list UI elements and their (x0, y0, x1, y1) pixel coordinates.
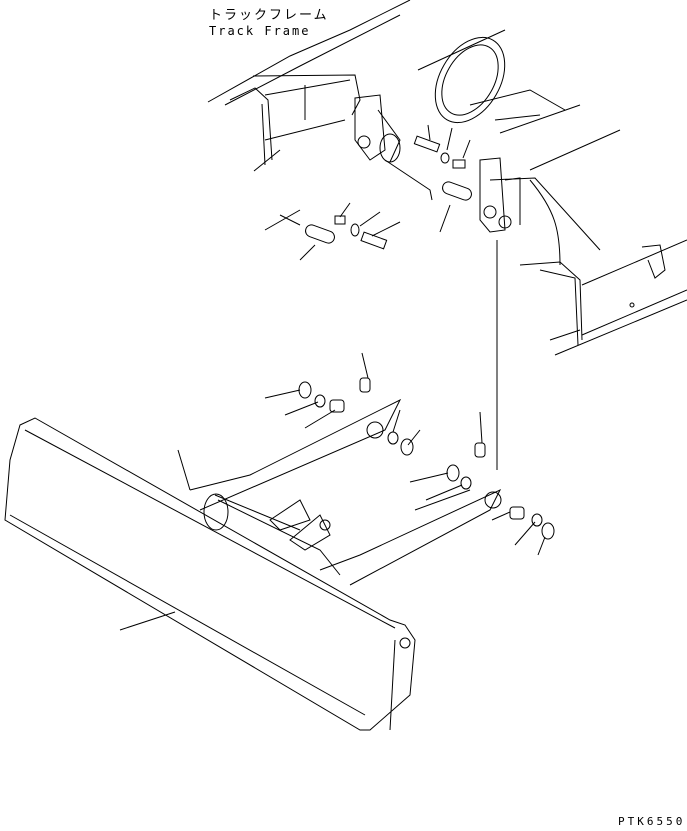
lower-fasteners (119, 352, 555, 631)
upper-fasteners (279, 124, 498, 470)
track-frame (207, 0, 687, 356)
pivot-brackets (354, 94, 521, 233)
blade-assembly (4, 398, 502, 731)
drawing-code: PTK6550 (618, 815, 686, 828)
track-frame-label-en: Track Frame (209, 24, 311, 38)
track-frame-label-jp: トラックフレーム (209, 8, 329, 23)
